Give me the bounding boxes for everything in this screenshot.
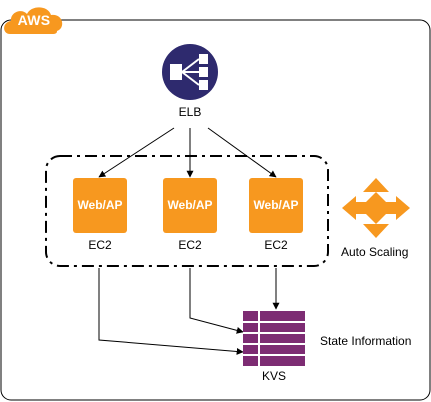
auto-scaling-group [45, 155, 329, 267]
ec2-instance-3[interactable]: Web/AP [249, 199, 303, 211]
elb-to-ec2-1-arrow [98, 127, 175, 178]
auto-scaling-icon [342, 178, 410, 238]
ec2-1-to-kvs-arrow [98, 268, 244, 355]
kvs-label: KVS [261, 369, 286, 383]
ec2-instance-box-2 [163, 178, 217, 233]
ec2-instance-box-3 [249, 178, 303, 233]
ec2-type-label-1: EC2 [88, 238, 112, 252]
aws-cloud-badge-icon [4, 7, 63, 34]
elb-to-ec2-3-arrow [207, 127, 277, 178]
instance-app-label: Web/AP [77, 198, 123, 212]
elb-label: ELB [178, 105, 202, 119]
ec2-instance-box-1 [73, 178, 127, 233]
ec2-type-label-2: EC2 [178, 238, 202, 252]
kvs-table-icon [243, 311, 305, 366]
auto-scaling-label: Auto Scaling [341, 245, 409, 259]
ec2-2-to-kvs-arrow [189, 268, 244, 334]
state-information-label: State Information [320, 334, 412, 348]
aws-cloud-boundary [0, 19, 431, 401]
instance-app-label: Web/AP [253, 198, 299, 212]
ec2-type-label-3: EC2 [264, 238, 288, 252]
ec2-instance-2[interactable]: Web/AP [163, 199, 217, 211]
aws-label: AWS [17, 12, 51, 28]
elb-icon [162, 44, 218, 100]
ec2-instance-1[interactable]: Web/AP [73, 199, 127, 211]
instance-app-label: Web/AP [167, 198, 213, 212]
